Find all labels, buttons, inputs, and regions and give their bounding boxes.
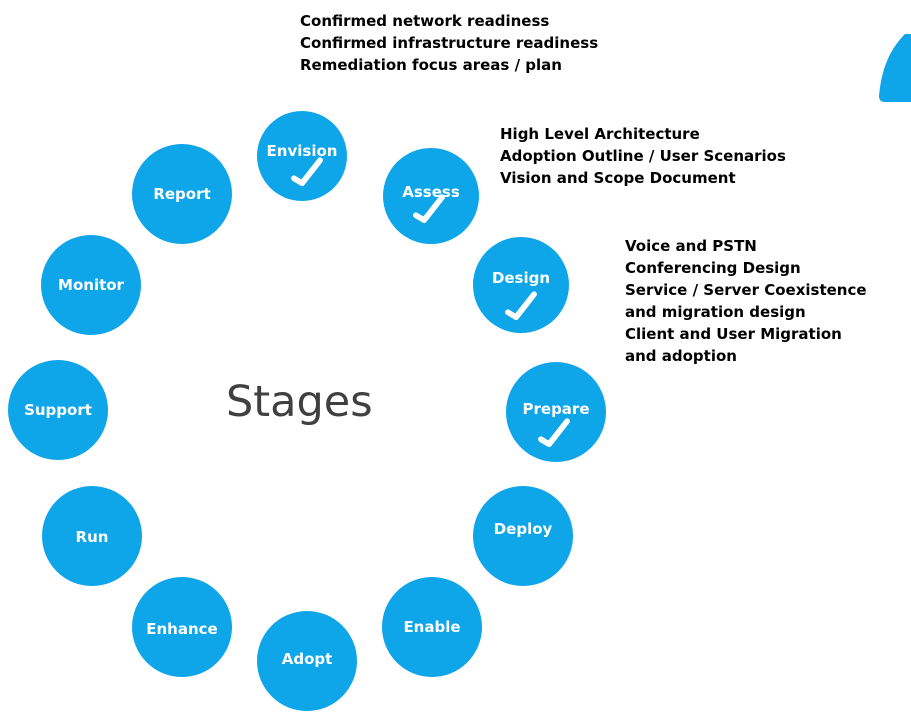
note-line: and adoption <box>625 347 737 365</box>
checkmark-icon <box>538 418 570 448</box>
stage-assess: Assess <box>383 148 479 244</box>
envision-notes: Confirmed network readiness Confirmed in… <box>300 10 598 76</box>
note-line: Service / Server Coexistence <box>625 281 867 299</box>
stage-label: Monitor <box>58 276 124 294</box>
note-line: and migration design <box>625 303 806 321</box>
stage-label: Enhance <box>146 620 218 638</box>
stage-support: Support <box>8 360 108 460</box>
stage-label: Report <box>153 185 211 203</box>
note-line: Remediation focus areas / plan <box>300 56 562 74</box>
stage-deploy: Deploy <box>473 486 573 586</box>
stage-enable: Enable <box>382 577 482 677</box>
note-line: Conferencing Design <box>625 259 801 277</box>
stage-run: Run <box>42 486 142 586</box>
assess-notes: High Level Architecture Adoption Outline… <box>500 123 786 189</box>
stage-enhance: Enhance <box>132 577 232 677</box>
stage-envision: Envision <box>257 111 347 201</box>
stages-title: Stages <box>226 377 373 427</box>
note-line: Voice and PSTN <box>625 237 757 255</box>
stage-label: Envision <box>266 142 338 160</box>
stage-prepare: Prepare <box>506 362 606 462</box>
stage-label: Design <box>491 269 551 287</box>
stage-label: Deploy <box>493 520 553 538</box>
note-line: Confirmed infrastructure readiness <box>300 34 599 52</box>
decorative-shape-icon <box>879 34 911 102</box>
stage-label: Assess <box>402 183 460 201</box>
checkmark-icon <box>505 291 537 321</box>
stage-label: Adopt <box>281 650 333 668</box>
stage-adopt: Adopt <box>257 611 357 711</box>
checkmark-icon <box>413 194 445 224</box>
stage-report: Report <box>132 144 232 244</box>
stage-label: Enable <box>403 618 461 636</box>
stage-label: Run <box>75 528 109 546</box>
stage-monitor: Monitor <box>41 235 141 335</box>
note-line: Adoption Outline / User Scenarios <box>500 147 786 165</box>
design-notes: Voice and PSTN Conferencing Design Servi… <box>625 235 867 367</box>
stage-label: Prepare <box>522 400 590 418</box>
stage-design: Design <box>473 237 569 333</box>
checkmark-icon <box>291 157 323 187</box>
note-line: Client and User Migration <box>625 325 842 343</box>
stage-label: Support <box>24 401 92 419</box>
note-line: Vision and Scope Document <box>500 169 736 187</box>
note-line: High Level Architecture <box>500 125 700 143</box>
note-line: Confirmed network readiness <box>300 12 550 30</box>
